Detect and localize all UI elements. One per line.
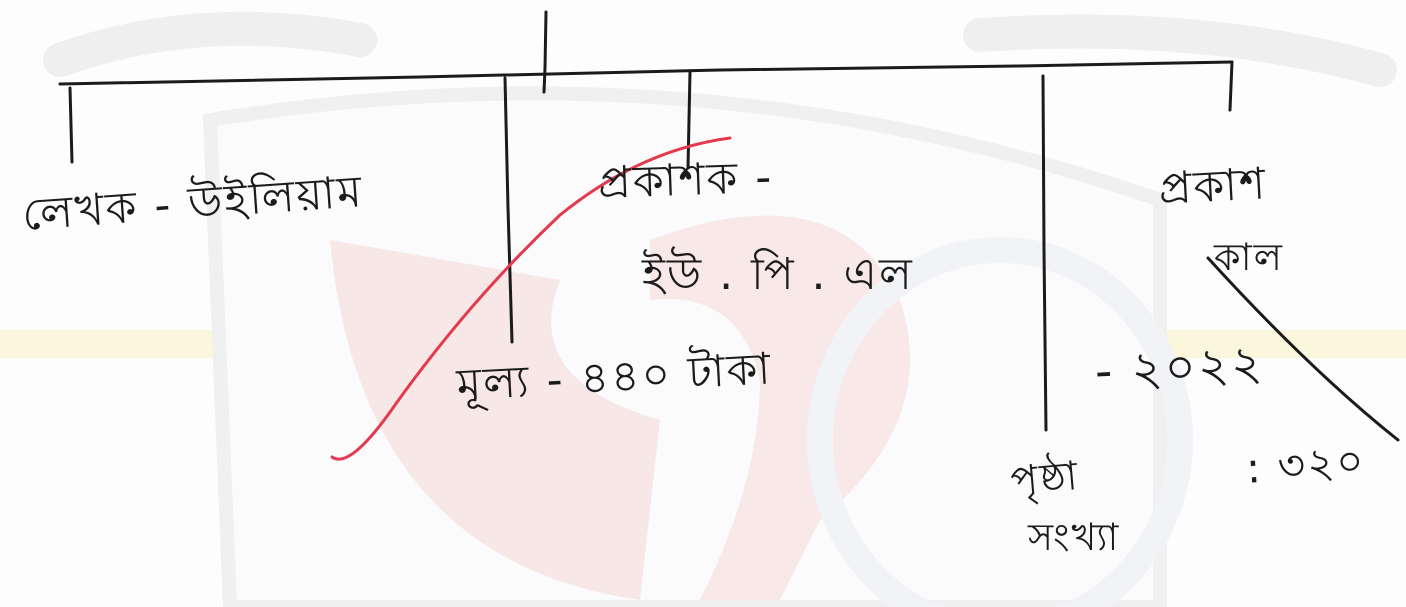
author-stem (68, 86, 74, 164)
publisher-label: প্রকাশক - (597, 151, 775, 209)
pages-value: : ৩২০ (1244, 435, 1368, 493)
pages-label: পৃষ্ঠা (1008, 452, 1082, 505)
publication-year-label-suffix: কাল (1214, 235, 1284, 279)
root-stem (542, 10, 548, 94)
red-check-curve (330, 136, 732, 461)
publisher-value: ইউ . পি . এল (642, 249, 914, 300)
divider-right (1041, 74, 1048, 432)
branch-bar (58, 60, 1234, 86)
publication-year-label: প্রকাশ (1157, 158, 1269, 215)
pages-label-count: সংখ্যা (1028, 515, 1121, 559)
publication-year-value: - ২০২২ (1093, 335, 1266, 400)
divider-left (503, 76, 514, 344)
publisher-stem (686, 70, 692, 170)
pubyear-stem (1228, 60, 1234, 112)
diagonal-stroke (1206, 256, 1400, 442)
